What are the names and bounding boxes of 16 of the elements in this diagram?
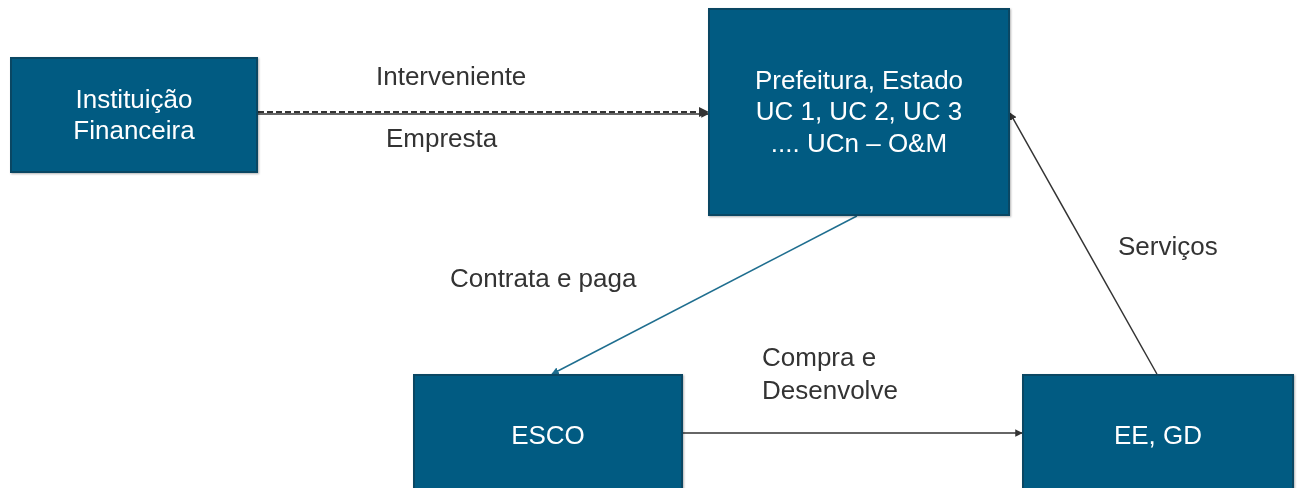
edge-label: Contrata e paga bbox=[449, 262, 637, 295]
edge-label: Compra e Desenvolve bbox=[762, 341, 899, 406]
process-box bbox=[413, 374, 683, 488]
process-box bbox=[10, 57, 258, 173]
edge-label: Empresta bbox=[386, 122, 498, 155]
process-box bbox=[1022, 374, 1294, 488]
edge-label: Interveniente bbox=[376, 60, 527, 93]
box-text: Prefeitura, Estado UC 1, UC 2, UC 3 .... UCn – O&M bbox=[753, 65, 965, 159]
arrow bbox=[1009, 112, 1158, 375]
box-text: EE, GD bbox=[1113, 420, 1203, 452]
arrow bbox=[682, 429, 1023, 437]
arrow bbox=[551, 215, 858, 375]
process-box bbox=[708, 8, 1010, 216]
box-text: Instituição Financeira bbox=[72, 83, 196, 147]
box-text: ESCO bbox=[511, 420, 585, 452]
edge-label: Serviços bbox=[1117, 230, 1218, 263]
